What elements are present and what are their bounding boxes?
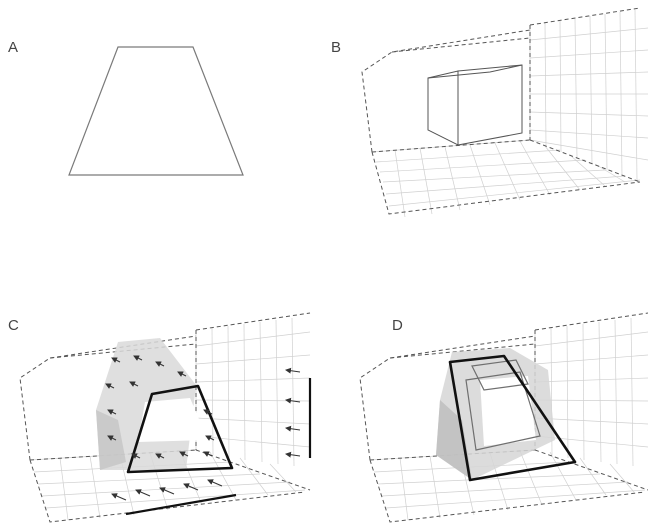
panel-label-a: A [8,39,19,56]
panel-label-d: D [392,317,403,334]
panel-c-shadow-volume [96,338,208,470]
panel-label-c: C [8,317,19,334]
panel-c-arrows [105,355,301,501]
panel-b-grid [371,9,648,218]
panel-b-box [427,64,523,146]
panel-a-trapezoid [68,46,244,176]
panel-d-bold-trapezoid [448,354,577,482]
panel-b-bounding-box [361,7,641,215]
panel-c-floor-projection [125,493,237,516]
panel-c-grid [29,317,311,521]
panel-label-b: B [331,39,342,56]
panel-d-inner-outlines [465,359,541,451]
panel-d-shadow-volume [436,348,555,480]
panel-b-scene [361,7,648,218]
panel-d-scene [359,312,648,523]
panel-c-bold-trapezoid [126,384,234,474]
panel-c-scene [19,312,312,523]
